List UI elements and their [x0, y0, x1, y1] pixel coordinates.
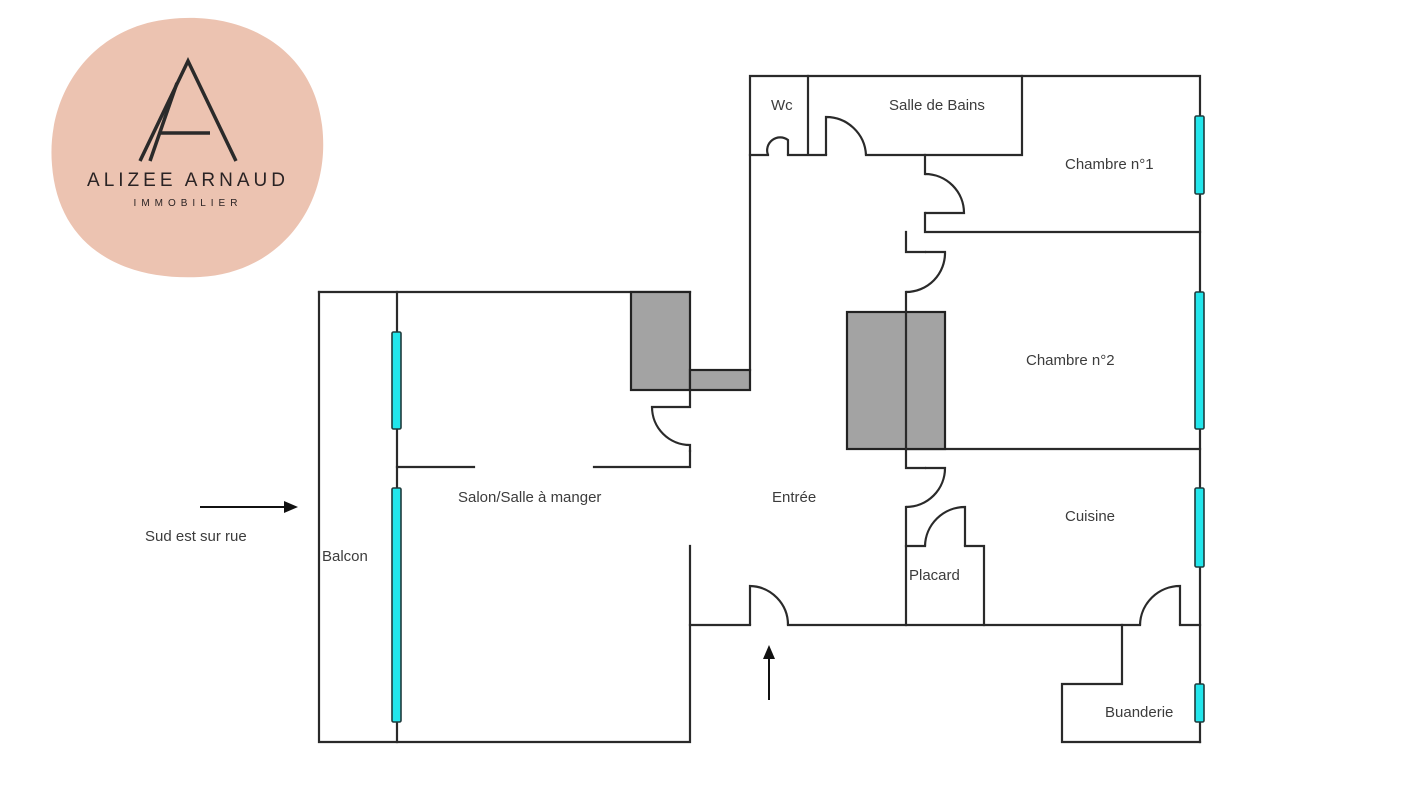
door-salle-de-bains [824, 115, 868, 156]
walls [317, 74, 1202, 744]
windows [391, 115, 1205, 723]
door-buanderie [1138, 584, 1182, 626]
window-cuisine [1194, 487, 1205, 568]
logo-monogram-icon [138, 56, 238, 162]
door-chambre-2 [905, 250, 947, 294]
window-buanderie [1194, 683, 1205, 723]
window-salon-lower [391, 487, 402, 723]
pillars [629, 290, 947, 451]
room-label-salle-de-bains: Salle de Bains [889, 97, 985, 114]
room-label-buanderie: Buanderie [1105, 704, 1173, 721]
orientation-label: Sud est sur rue [145, 528, 247, 545]
room-label-cuisine: Cuisine [1065, 508, 1115, 525]
door-cuisine [905, 466, 947, 509]
room-label-placard: Placard [909, 567, 960, 584]
entrance-arrow-icon [763, 645, 775, 700]
room-label-balcon: Balcon [322, 548, 368, 565]
doors [748, 115, 1182, 626]
door-wc [766, 136, 790, 156]
logo-subtitle: IMMOBILIER [134, 198, 243, 209]
pillar-salon [629, 290, 692, 392]
door-placard [923, 505, 967, 547]
pillar-chambre-2 [845, 310, 947, 451]
agency-logo: ALIZEE ARNAUD IMMOBILIER [51, 17, 324, 278]
window-chambre-1 [1194, 115, 1205, 195]
room-label-chambre-2: Chambre n°2 [1026, 352, 1115, 369]
room-label-entree: Entrée [772, 489, 816, 506]
window-salon-upper [391, 331, 402, 430]
room-label-wc: Wc [771, 97, 793, 114]
room-label-salon: Salon/Salle à manger [458, 489, 601, 506]
logo-blob [51, 17, 324, 278]
window-chambre-2 [1194, 291, 1205, 430]
duct-salon [688, 368, 752, 392]
orientation-arrow-icon [200, 501, 298, 513]
door-chambre-1 [924, 172, 966, 215]
door-entrance [748, 584, 790, 626]
logo-name: ALIZEE ARNAUD [87, 170, 289, 191]
room-label-chambre-1: Chambre n°1 [1065, 156, 1154, 173]
